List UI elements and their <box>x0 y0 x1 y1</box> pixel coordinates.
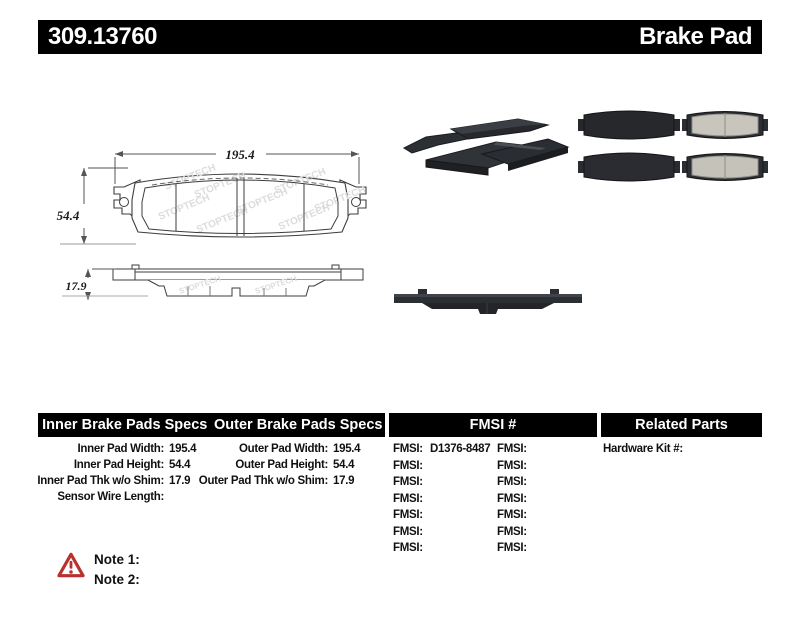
table-row: FMSI: <box>497 443 527 455</box>
table-row: Outer Pad Thk w/o Shim: 17.9 <box>198 475 355 487</box>
front-view-pad <box>113 173 367 238</box>
note-1: Note 1: <box>94 552 140 567</box>
table-row: Outer Pad Width: 195.4 <box>238 443 361 455</box>
dimension-width <box>114 151 360 184</box>
related-parts-title: Related Parts <box>635 417 728 433</box>
table-row: Sensor Wire Length: <box>57 491 164 503</box>
table-row: FMSI: <box>497 492 527 505</box>
notes-block: Note 1: Note 2: <box>94 550 140 590</box>
product-photo-side-profile <box>394 289 582 314</box>
table-row: Inner Pad Thk w/o Shim: 17.9 <box>37 475 191 487</box>
dimension-thickness <box>62 268 148 300</box>
table-row: Outer Pad Height: 54.4 <box>235 459 355 471</box>
inner-specs-title: Inner Brake Pads Specs <box>42 417 208 433</box>
related-parts-header-bar: Related Parts <box>601 413 762 437</box>
table-row: FMSI: <box>393 492 423 505</box>
part-number: 309.13760 <box>48 23 157 50</box>
table-row: FMSI: <box>497 542 527 554</box>
note-2: Note 2: <box>94 572 140 587</box>
title-bar: 309.13760 Brake Pad <box>38 20 762 54</box>
product-photo-flat-set <box>578 110 768 182</box>
fmsi-title: FMSI # <box>469 417 517 433</box>
product-type: Brake Pad <box>639 23 752 50</box>
table-row: Inner Pad Width: 195.4 <box>77 443 197 455</box>
dimension-height <box>60 167 136 245</box>
dimension-height-label: 54.4 <box>57 208 80 223</box>
fmsi-column-1: FMSI: D1376-8487 FMSI: FMSI: FMSI: FMSI:… <box>393 441 495 557</box>
related-parts-table: Hardware Kit #: <box>603 441 761 457</box>
table-row: FMSI: <box>393 542 423 554</box>
table-row: FMSI: <box>497 509 527 521</box>
warning-icon <box>57 552 85 578</box>
table-row: FMSI: <box>393 525 423 538</box>
table-row: FMSI: <box>497 525 527 538</box>
hardware-kit-label: Hardware Kit #: <box>603 443 683 455</box>
side-view-pad <box>112 264 364 297</box>
outer-specs-title: Outer Brake Pads Specs <box>214 417 383 433</box>
front-view-details <box>119 177 361 236</box>
dimension-width-label: 195.4 <box>225 147 255 162</box>
fmsi-header-bar: FMSI # <box>389 413 597 437</box>
table-row: FMSI: <box>393 509 423 521</box>
table-row: FMSI: <box>393 476 423 488</box>
specs-header-bar: Inner Brake Pads Specs Outer Brake Pads … <box>38 413 385 437</box>
technical-drawing: 195.4 54.4 STOPTECH STOPTECH STOPTECH ST… <box>57 147 367 300</box>
table-row: FMSI: <box>393 459 423 472</box>
outer-specs-table: Outer Pad Width: 195.4 Outer Pad Height:… <box>192 441 388 489</box>
table-row: FMSI: D1376-8487 <box>393 443 491 455</box>
table-row: FMSI: <box>497 476 527 488</box>
product-photo-angled-set <box>402 118 570 176</box>
dimension-thickness-label: 17.9 <box>66 279 87 293</box>
table-row: FMSI: <box>497 459 527 472</box>
table-row: Inner Pad Height: 54.4 <box>73 459 191 471</box>
inner-specs-table: Inner Pad Width: 195.4 Inner Pad Height:… <box>28 441 210 505</box>
fmsi-column-2: FMSI: FMSI: FMSI: FMSI: FMSI: FMSI: FMSI… <box>497 441 593 557</box>
